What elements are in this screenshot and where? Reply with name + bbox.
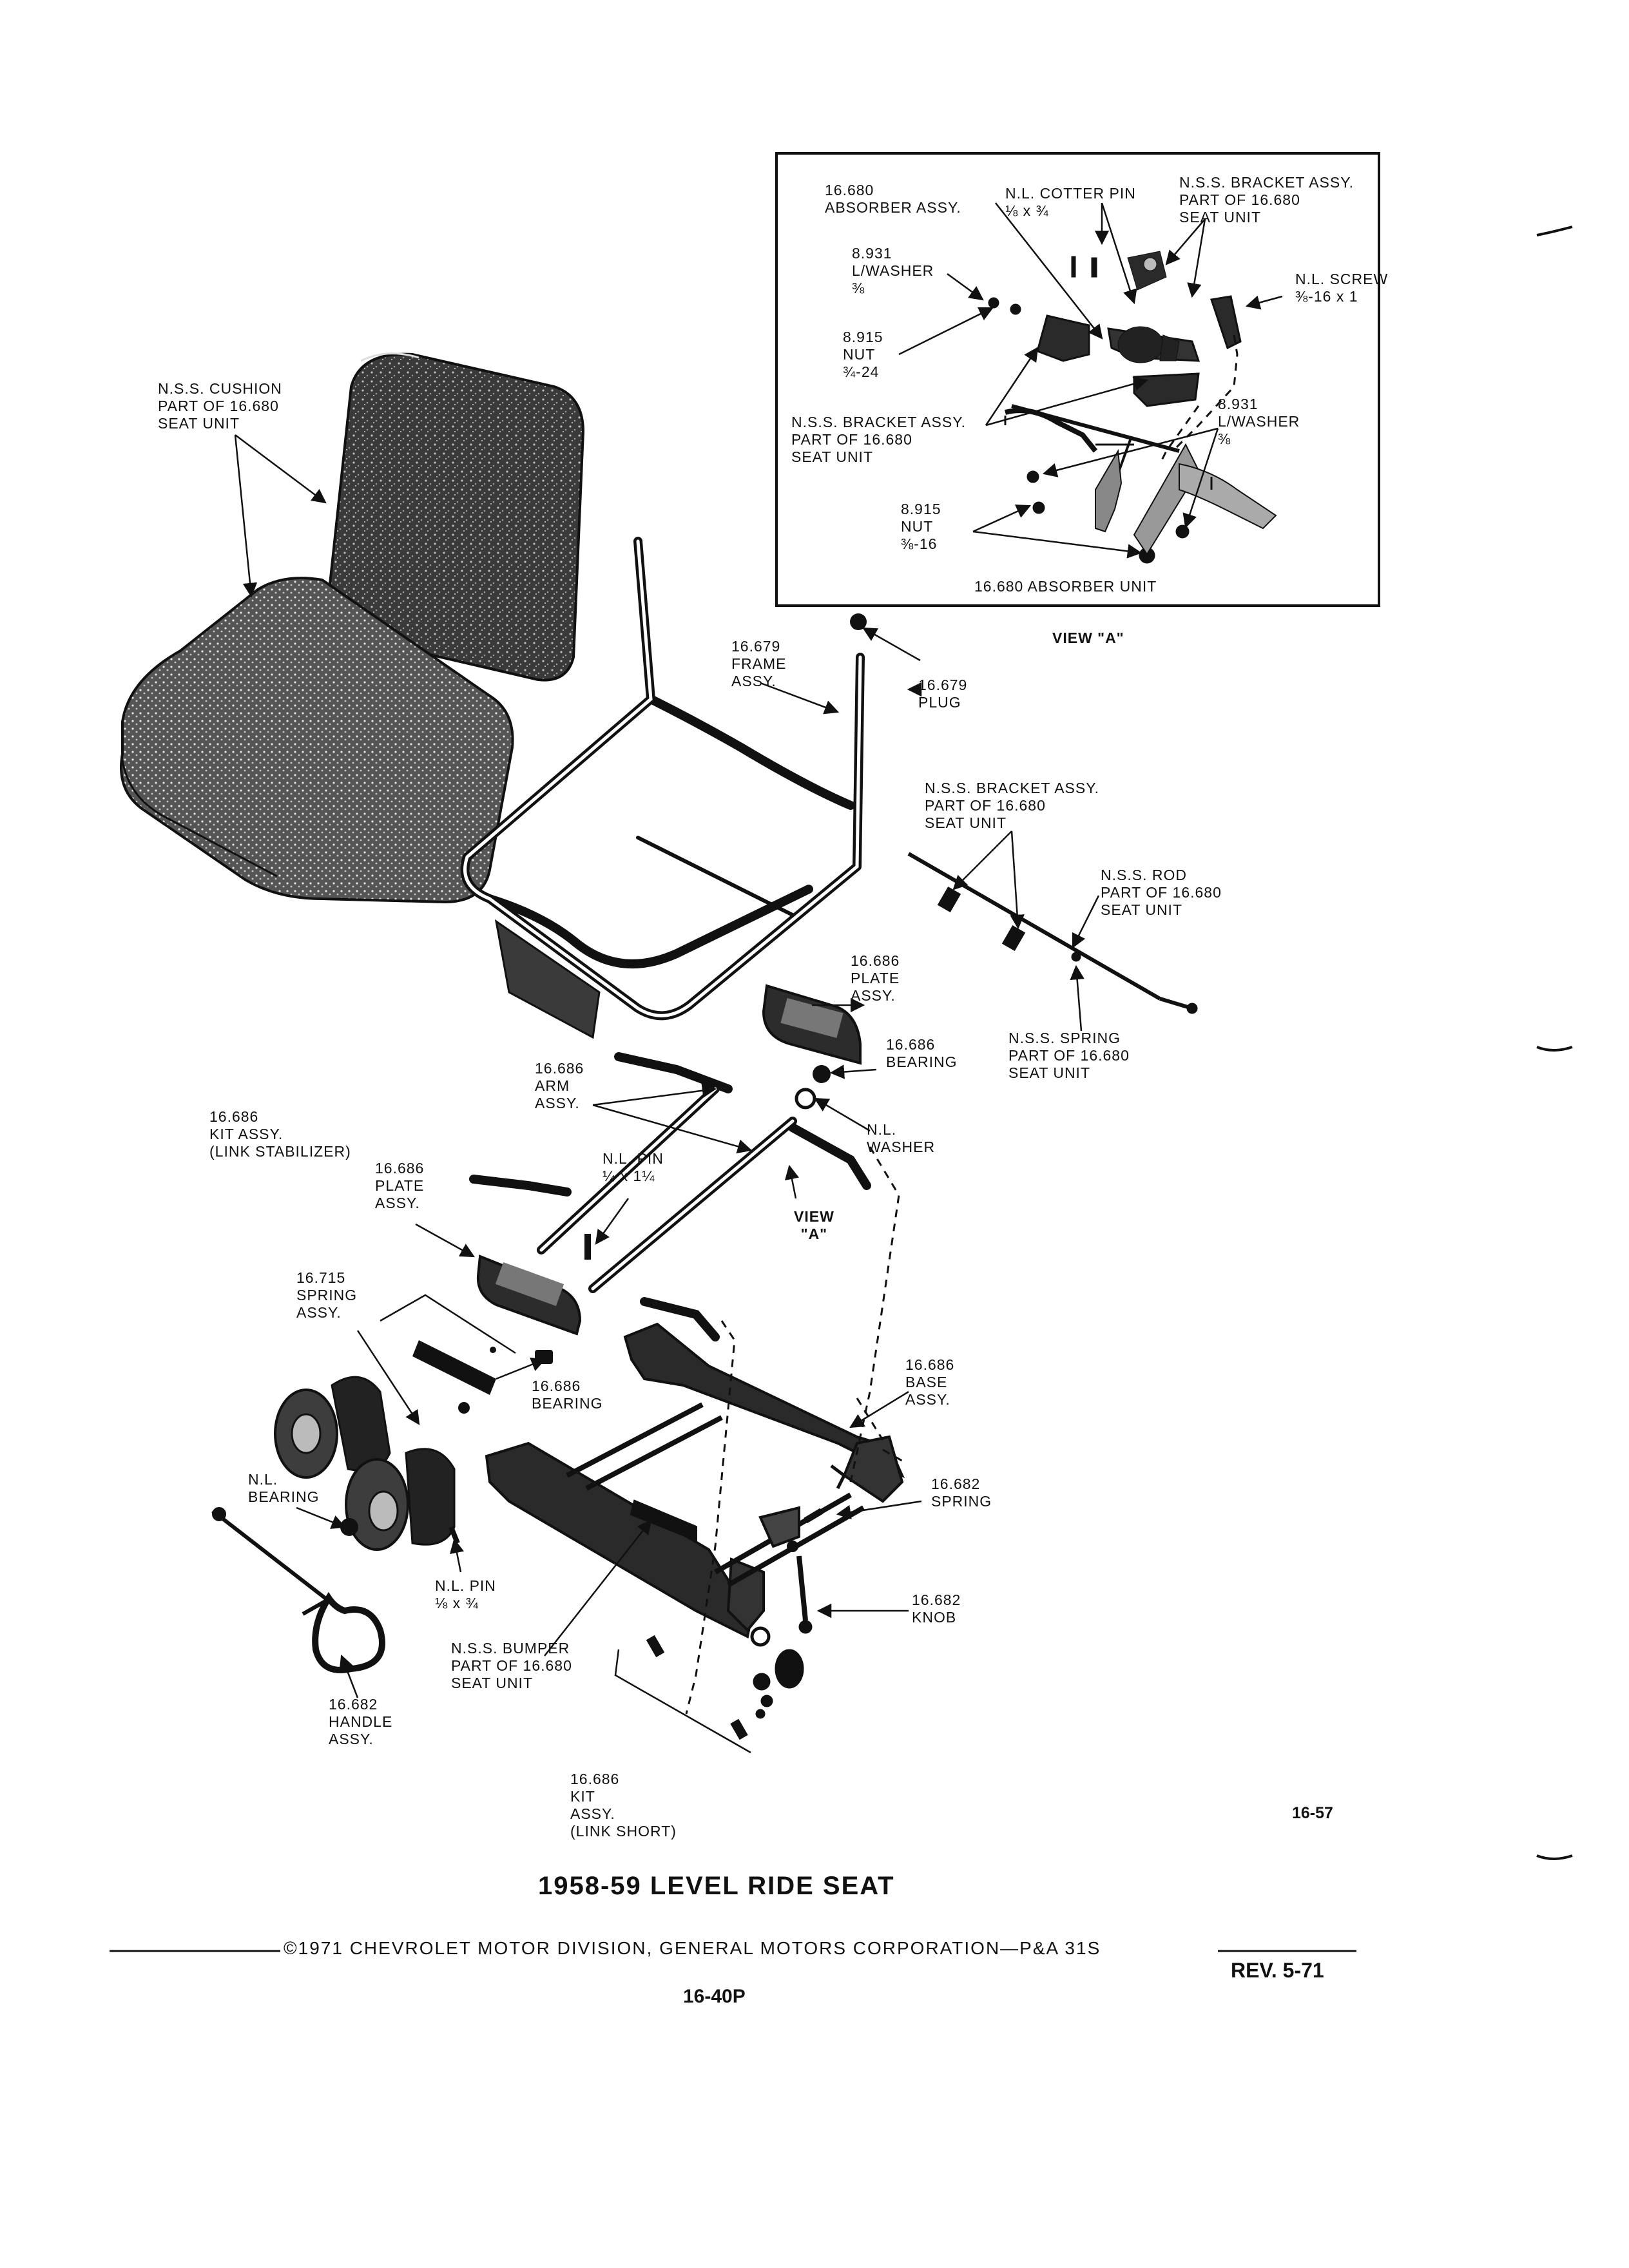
bearing-upper — [813, 1065, 831, 1083]
handle-assy — [211, 1507, 385, 1673]
spring-682 — [804, 1508, 824, 1524]
rod-assembly — [907, 852, 1198, 1014]
page-title: 1958-59 LEVEL RIDE SEAT — [538, 1872, 895, 1900]
plug — [850, 613, 867, 630]
dashed-guides — [685, 334, 1239, 1715]
revision-label: REV. 5-71 — [1231, 1959, 1324, 1982]
frame-pan — [494, 919, 601, 1039]
link-stabilizer — [412, 1340, 496, 1395]
label-nl-bearing: N.L.BEARING — [248, 1471, 320, 1505]
view-a-inset-box — [775, 152, 1380, 607]
base-assembly — [485, 1322, 905, 1639]
leader-lines — [234, 202, 1283, 1698]
seat-cushion — [120, 577, 514, 904]
label-absorber-unit: 16.680 ABSORBER UNIT — [974, 578, 1157, 595]
page-number: 16-40P — [683, 1986, 746, 2007]
view-a-caption: VIEW "A" — [1052, 629, 1124, 646]
section-number: 16-57 — [1292, 1804, 1333, 1822]
pin-upper — [584, 1234, 591, 1260]
spring-assy-left — [274, 1376, 391, 1479]
view-a-absorber-illustration — [988, 251, 1277, 564]
label-view-a-ref: VIEW"A" — [794, 1208, 834, 1242]
spring-assy-right — [345, 1448, 456, 1551]
label-washer: N.L.WASHER — [867, 1121, 936, 1155]
knob-hardware — [646, 1555, 813, 1740]
copyright-line: ©1971 CHEVROLET MOTOR DIVISION, GENERAL … — [284, 1938, 1101, 1958]
